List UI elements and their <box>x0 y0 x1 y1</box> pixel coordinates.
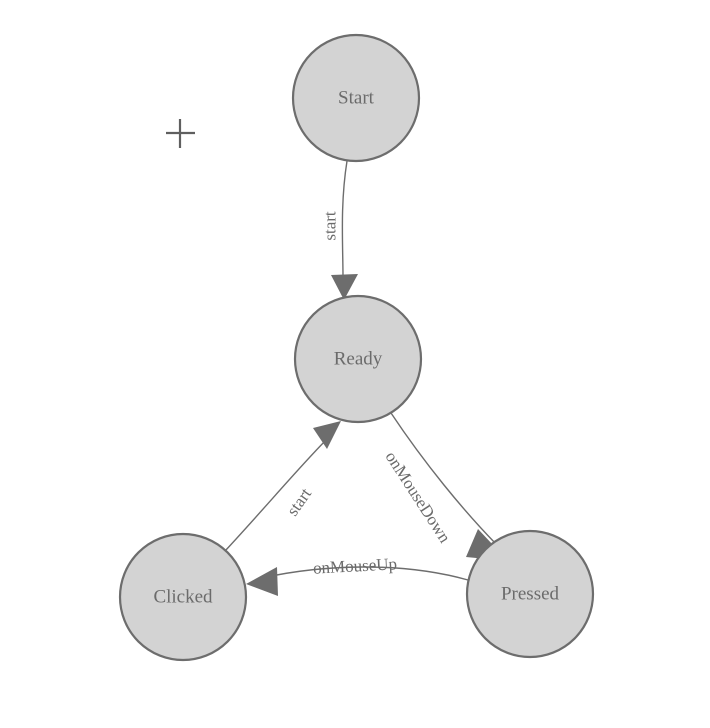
node-clicked-label: Clicked <box>153 587 213 608</box>
node-start[interactable]: Start <box>291 33 421 163</box>
node-ready-label: Ready <box>334 349 383 370</box>
node-ready-circle[interactable] <box>293 294 423 424</box>
edge-ready-to-pressed[interactable]: onMouseDown <box>381 412 508 561</box>
edge-clicked-to-ready[interactable]: start <box>224 421 341 552</box>
edge-label-start-2: start <box>283 484 316 519</box>
node-start-label: Start <box>338 88 375 109</box>
edge-line[interactable] <box>341 160 348 279</box>
edge-line[interactable] <box>261 566 469 581</box>
node-clicked-circle[interactable] <box>118 532 248 662</box>
edge-label-start: start <box>321 211 340 241</box>
arrowhead-icon <box>313 421 341 449</box>
edge-label-onmouseup: onMouseUp <box>313 554 398 577</box>
plus-marker-icon <box>166 119 195 148</box>
arrowhead-icon <box>246 567 278 596</box>
node-group: Start Ready Clicked Pressed <box>118 33 595 662</box>
edge-start-to-ready[interactable]: start <box>321 160 359 300</box>
node-start-circle[interactable] <box>291 33 421 163</box>
node-pressed-label: Pressed <box>501 584 560 605</box>
edge-pressed-to-clicked[interactable]: onMouseUp <box>246 554 469 596</box>
edge-label-onmousedown: onMouseDown <box>381 448 454 547</box>
node-pressed[interactable]: Pressed <box>465 529 595 659</box>
arrowhead-icon <box>331 274 358 300</box>
node-clicked[interactable]: Clicked <box>118 532 248 662</box>
edge-line[interactable] <box>390 412 497 545</box>
edge-line[interactable] <box>224 436 330 552</box>
node-pressed-circle[interactable] <box>465 529 595 659</box>
node-ready[interactable]: Ready <box>293 294 423 424</box>
